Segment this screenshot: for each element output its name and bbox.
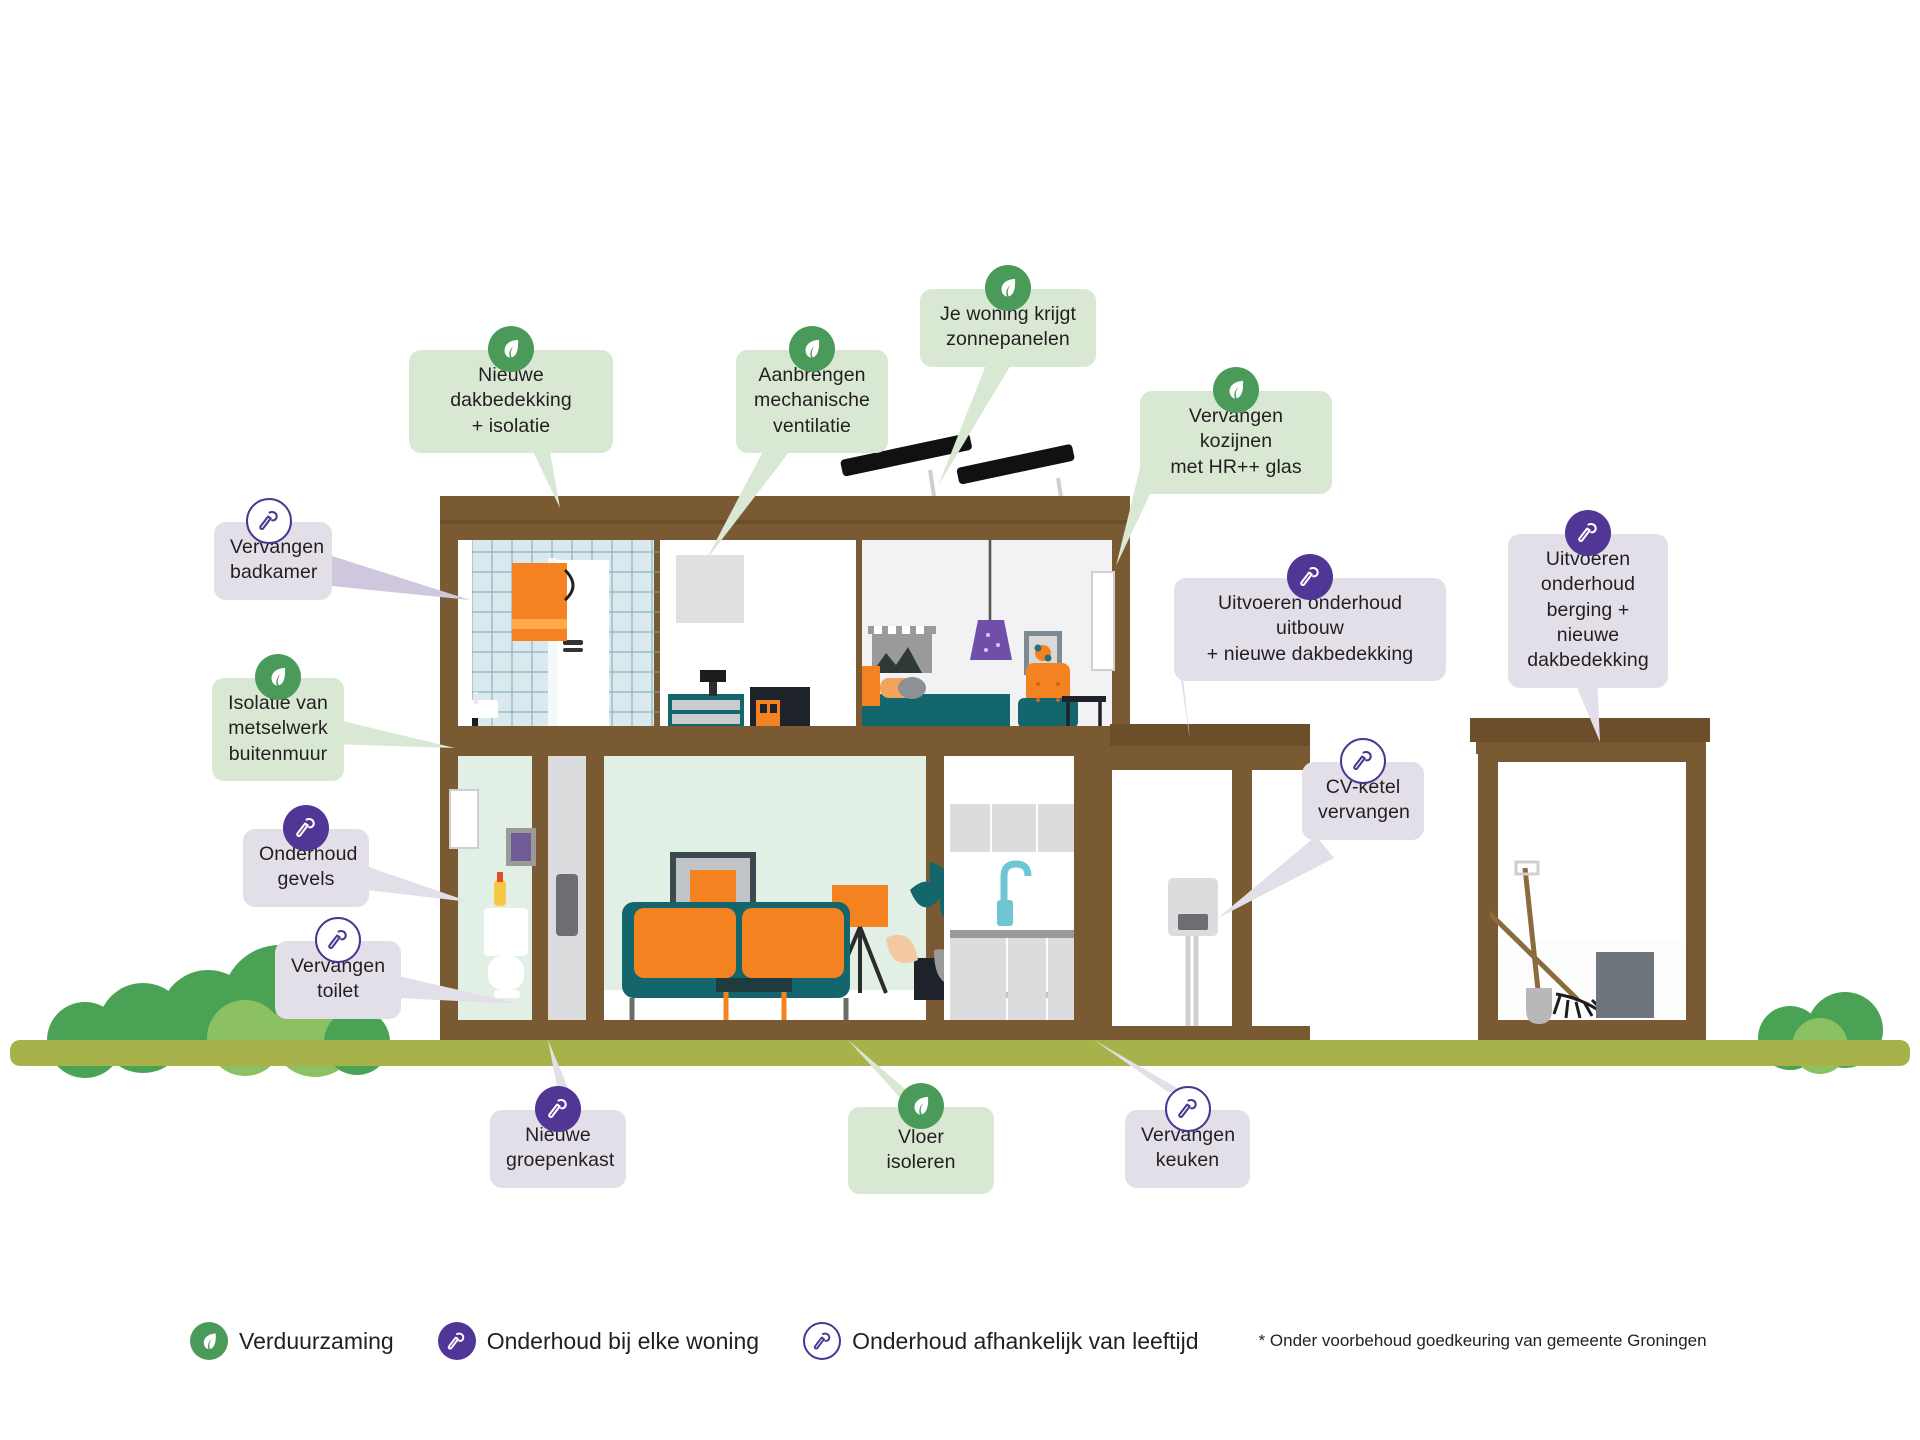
hammer-outline-icon [315, 917, 361, 963]
shed-contents [1490, 860, 1684, 1024]
callout-label: Vloer isoleren [886, 1126, 956, 1174]
callout-label: Aanbrengen mechanische ventilatie [754, 364, 870, 437]
callout-nieuwe-groepenkast[interactable]: Nieuwe groepenkast [490, 1086, 626, 1188]
callout-label: Uitvoeren onderhoud uitbouw + nieuwe dak… [1206, 592, 1414, 665]
callout-label: Vervangen badkamer [230, 536, 325, 584]
hammer-solid-icon [1287, 554, 1333, 600]
hammer-solid-icon [283, 805, 329, 851]
callout-label: Nieuwe groepenkast [506, 1124, 615, 1172]
hammer-outline-icon [1165, 1086, 1211, 1132]
meter-cupboard [556, 874, 578, 936]
leaf-icon [789, 326, 835, 372]
callout-cv-ketel-vervangen[interactable]: CV-ketel vervangen [1302, 738, 1424, 840]
hammer-solid-icon [437, 1322, 476, 1360]
legend-footnote: * Onder voorbehoud goedkeuring van gemee… [1258, 1331, 1707, 1350]
kitchen-contents [950, 804, 1074, 1020]
hammer-solid-icon [535, 1086, 581, 1132]
callout-onderhoud-berging[interactable]: Uitvoeren onderhoud berging + nieuwe dak… [1508, 510, 1668, 688]
callout-isolatie-metselwerk[interactable]: Isolatie van metselwerk buitenmuur [212, 654, 344, 782]
callout-nieuwe-dakbedekking[interactable]: Nieuwe dakbedekking + isolatie [409, 326, 613, 454]
callout-onderhoud-uitbouw[interactable]: Uitvoeren onderhoud uitbouw + nieuwe dak… [1174, 554, 1446, 682]
upper-bedroom-contents [862, 540, 1115, 738]
callout-vervangen-badkamer[interactable]: Vervangen badkamer [214, 498, 332, 600]
callout-kozijnen-hr-glas[interactable]: Vervangen kozijnen met HR++ glas [1140, 367, 1332, 495]
callout-onderhoud-gevels[interactable]: Onderhoud gevels [243, 805, 369, 907]
hammer-outline-icon [803, 1322, 842, 1360]
leaf-icon [1213, 367, 1259, 413]
leaf-icon [488, 326, 534, 372]
upper-hall-contents [668, 555, 810, 732]
legend-label: Onderhoud afhankelijk van leeftijd [852, 1327, 1199, 1354]
legend-item-onderhoud-afhankelijk-leeftijd: Onderhoud afhankelijk van leeftijd [803, 1322, 1199, 1360]
callout-label: Je woning krijgt zonnepanelen [940, 303, 1076, 351]
callout-label: Onderhoud gevels [259, 843, 358, 891]
callout-label: Vervangen toilet [291, 955, 386, 1003]
callout-label: Nieuwe dakbedekking + isolatie [450, 364, 572, 437]
callout-label: Vervangen kozijnen met HR++ glas [1170, 405, 1302, 478]
callout-vloer-isoleren[interactable]: Vloer isoleren [848, 1083, 994, 1194]
callout-vervangen-keuken[interactable]: Vervangen keuken [1125, 1086, 1250, 1188]
callout-mechanische-ventilatie[interactable]: Aanbrengen mechanische ventilatie [736, 326, 888, 454]
callout-vervangen-toilet[interactable]: Vervangen toilet [275, 917, 401, 1019]
leaf-icon [985, 265, 1031, 311]
legend-item-onderhoud-elke-woning: Onderhoud bij elke woning [437, 1322, 760, 1360]
legend-label: Verduurzaming [239, 1327, 394, 1354]
hammer-outline-icon [1340, 738, 1386, 784]
legend-item-verduurzaming: Verduurzaming [190, 1322, 394, 1360]
leaf-icon [190, 1322, 228, 1360]
ground-strip [10, 1040, 1910, 1066]
hammer-solid-icon [1565, 510, 1611, 556]
hammer-outline-icon [246, 498, 292, 544]
callout-label: Uitvoeren onderhoud berging + nieuwe dak… [1527, 548, 1649, 672]
callout-label: Vervangen keuken [1141, 1124, 1236, 1172]
legend-label: Onderhoud bij elke woning [486, 1327, 760, 1354]
leaf-icon [898, 1083, 944, 1129]
callout-zonnepanelen[interactable]: Je woning krijgt zonnepanelen [920, 265, 1096, 367]
callout-label: CV-ketel vervangen [1318, 776, 1410, 824]
callout-label: Isolatie van metselwerk buitenmuur [228, 692, 328, 765]
leaf-icon [255, 654, 301, 700]
legend: Verduurzaming Onderhoud bij elke woning … [190, 1322, 1707, 1360]
cv-boiler [1168, 878, 1218, 1026]
